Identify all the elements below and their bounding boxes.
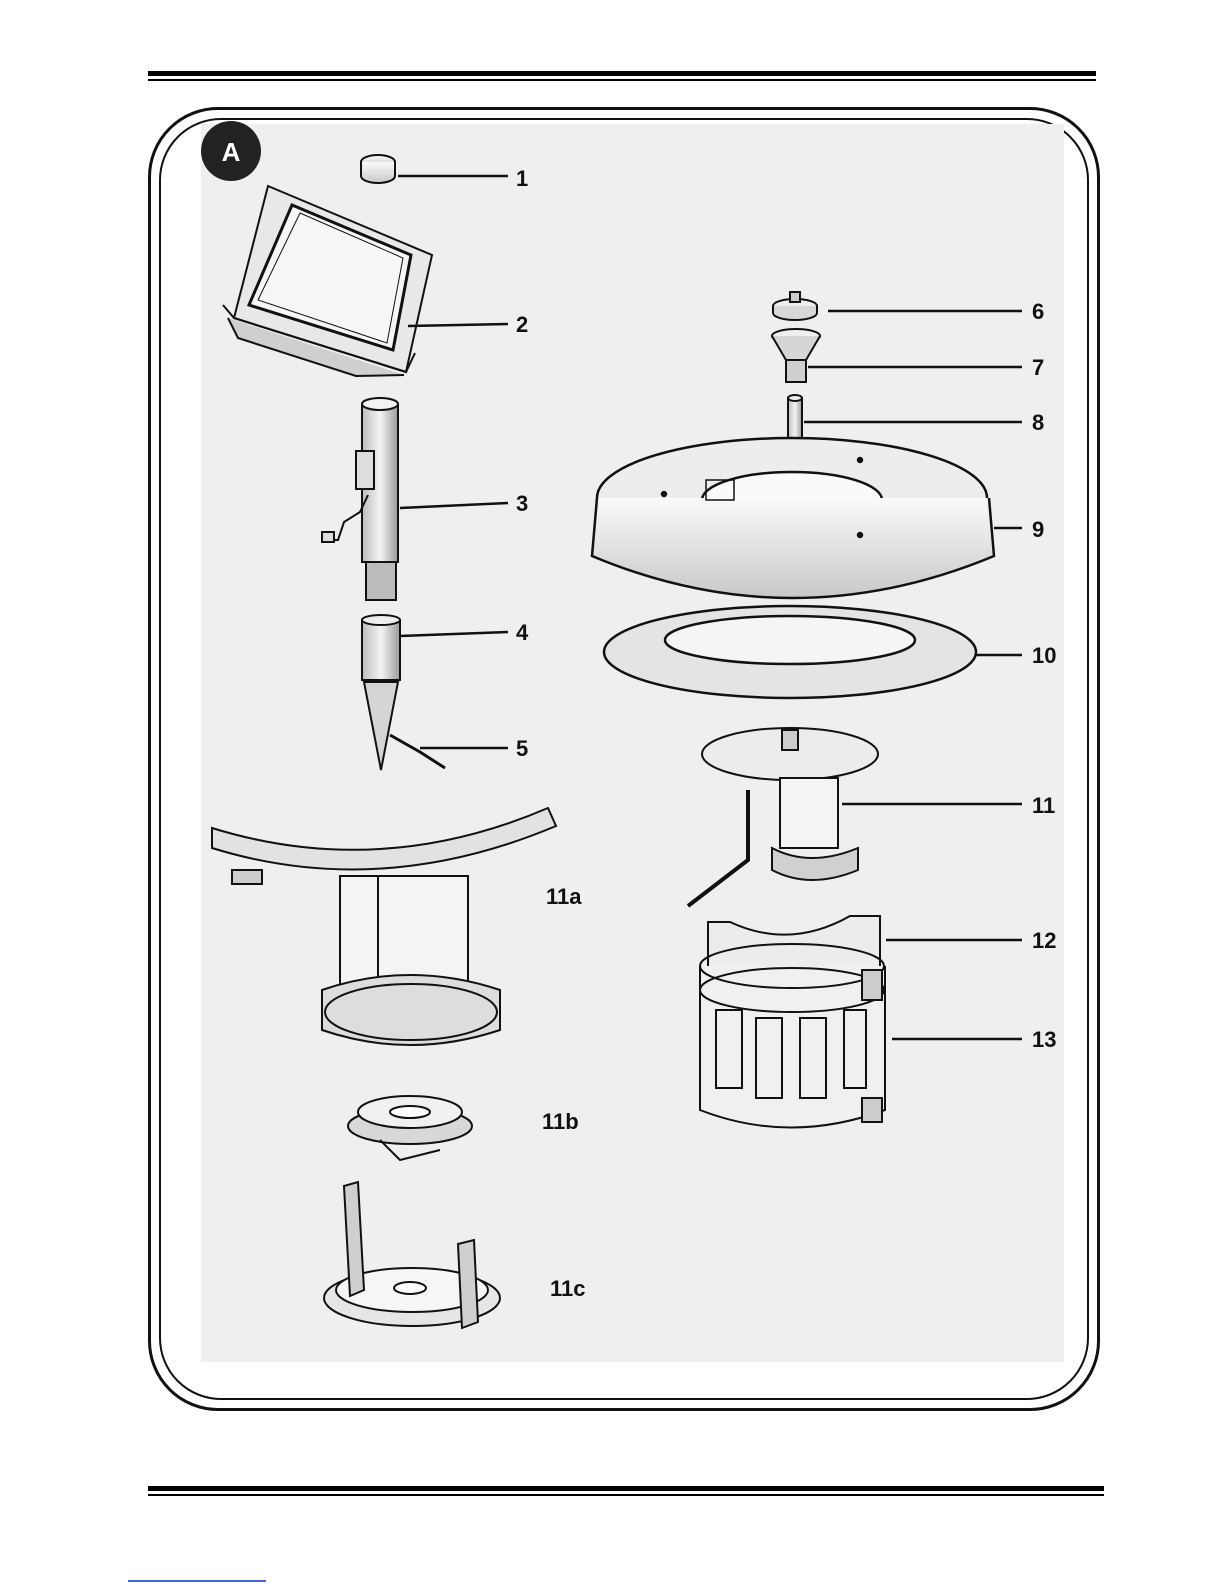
- part-11c-base-clip: [324, 1182, 500, 1328]
- label-part-11b: 11b: [542, 1109, 579, 1134]
- label-part-13: 13: [1032, 1027, 1056, 1052]
- part-11a-housing-detail: [212, 808, 556, 1045]
- part-3-pole: [322, 398, 398, 600]
- leader-lines: [398, 176, 1022, 1039]
- label-part-3: 3: [516, 491, 528, 516]
- label-part-1: 1: [516, 166, 528, 191]
- part-11-pump: [688, 728, 878, 906]
- label-part-9: 9: [1032, 517, 1044, 542]
- part-2-solar-panel: [223, 186, 432, 376]
- part-13-cage: [700, 944, 885, 1128]
- figure-badge-text: A: [222, 137, 241, 167]
- label-part-11a: 11a: [546, 884, 582, 909]
- part-5-spike: [364, 682, 445, 770]
- part-10-ring: [604, 606, 976, 698]
- label-part-11: 11: [1032, 793, 1055, 818]
- label-part-5: 5: [516, 736, 528, 761]
- label-part-10: 10: [1032, 643, 1056, 668]
- footer-rule-thick: [148, 1486, 1104, 1491]
- figure-badge: A: [201, 121, 261, 181]
- part-7-nozzle: [772, 329, 820, 382]
- label-part-7: 7: [1032, 355, 1044, 380]
- part-6-nozzle-cap: [773, 292, 817, 320]
- part-4-sleeve: [362, 615, 400, 680]
- label-part-12: 12: [1032, 928, 1056, 953]
- part-11b-seal: [348, 1096, 472, 1160]
- label-part-2: 2: [516, 312, 528, 337]
- footer-link-underline[interactable]: [128, 1580, 266, 1582]
- label-part-11c: 11c: [550, 1276, 586, 1301]
- part-1-cap: [361, 155, 395, 183]
- footer-rule-thin: [148, 1494, 1104, 1496]
- part-9-fountain-bowl: [592, 438, 994, 598]
- label-part-6: 6: [1032, 299, 1044, 324]
- label-part-4: 4: [516, 620, 529, 645]
- label-part-8: 8: [1032, 410, 1044, 435]
